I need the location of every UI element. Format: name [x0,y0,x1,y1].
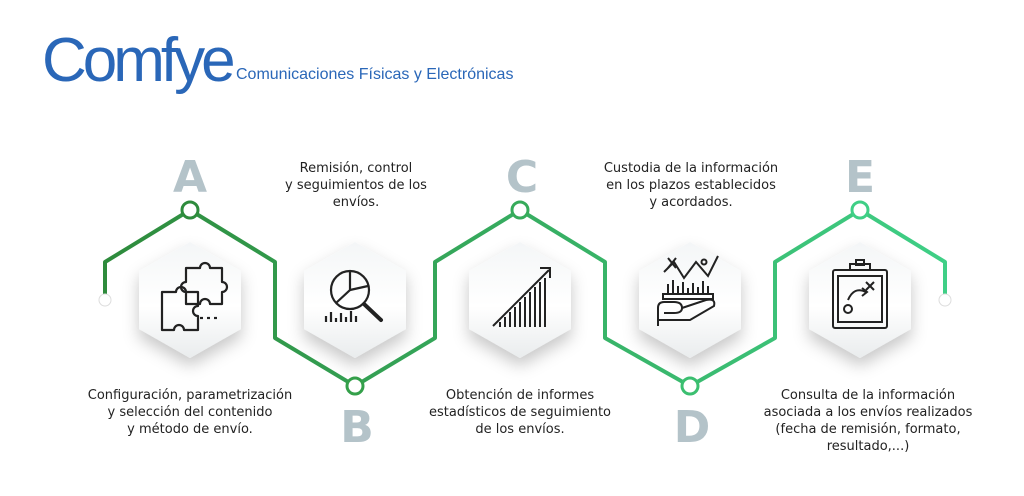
node-ring-e [850,200,870,220]
step-letter-d: D [674,402,711,453]
step-a-description: Configuración, parametrización y selecci… [84,387,296,438]
hand-chart-icon [657,255,719,326]
brand-tagline: Comunicaciones Físicas y Electrónicas [236,66,514,83]
step-e-line-1: Consulta de la información [780,388,956,403]
step-b-line-2: y seguimientos de los [285,178,427,193]
step-c-line-1: Obtención de informes [445,388,595,403]
node-ring-a [180,200,200,220]
step-e-line-4: resultado,...) [826,439,910,454]
step-letter-e: E [845,152,875,203]
step-a-line-1: Configuración, parametrización [87,388,293,403]
clipboard-strategy-icon [832,259,888,329]
step-d-line-3: y acordados. [649,195,733,210]
step-d-line-1: Custodia de la información [603,161,779,176]
line-end-left [98,293,112,307]
step-b-line-3: envíos. [332,195,380,210]
step-letter-c: C [506,152,538,203]
step-e-line-2: asociada a los envíos realizados [763,405,973,420]
bar-chart-growth-icon [492,267,551,327]
step-a-line-3: y método de envío. [127,422,253,437]
node-ring-d [680,376,700,396]
step-a-line-2: y selección del contenido [107,405,273,420]
step-b-description: Remisión, control y seguimientos de los … [270,160,442,211]
step-e-line-3: (fecha de remisión, formato, [775,422,961,437]
step-e-description: Consulta de la información asociada a lo… [752,387,984,455]
step-letter-a: A [173,152,207,203]
pie-chart-magnifier-icon [324,269,383,322]
hexagon-b [304,242,406,358]
node-ring-c [510,200,530,220]
step-c-description: Obtención de informes estadísticos de se… [420,387,620,438]
step-c-line-3: de los envíos. [475,422,565,437]
node-ring-b [345,376,365,396]
step-c-line-2: estadísticos de seguimiento [428,405,611,420]
hexagon-a [139,242,241,358]
step-d-line-2: en los plazos establecidos [606,178,776,193]
step-b-line-1: Remisión, control [299,161,413,176]
brand-logo: Comfye [42,26,236,95]
line-end-right [938,293,952,307]
step-letter-b: B [340,402,374,453]
step-d-description: Custodia de la información en los plazos… [596,160,786,211]
puzzle-icon [160,261,229,332]
